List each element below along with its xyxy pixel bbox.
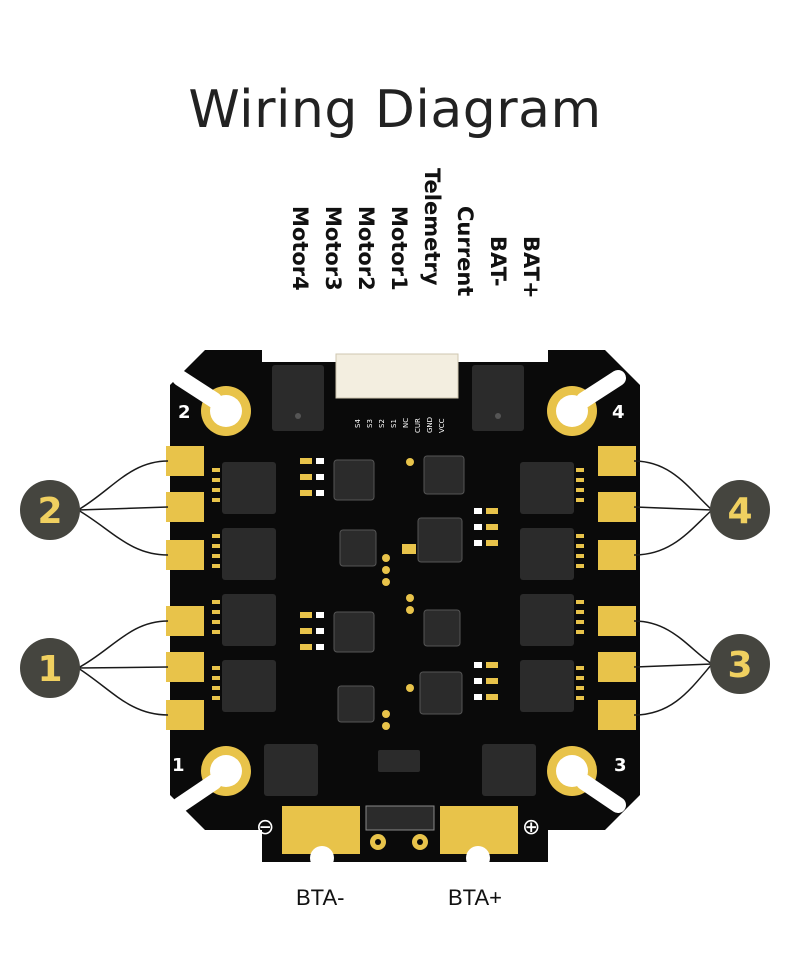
plus-symbol: ⊕ <box>522 815 540 840</box>
label-motor3: Motor3 <box>321 206 345 291</box>
pin-label-s1: S1 <box>390 419 398 428</box>
pin-label-nc: NC <box>402 418 410 428</box>
label-motor4: Motor4 <box>288 206 312 291</box>
pin-label-s3: S3 <box>366 419 374 428</box>
minus-symbol: ⊖ <box>256 815 274 840</box>
center-vias <box>382 458 414 730</box>
svg-text:2: 2 <box>37 491 62 532</box>
pin-label-s4: S4 <box>354 419 362 428</box>
svg-text:3: 3 <box>727 645 752 686</box>
label-motor1: Motor1 <box>387 206 411 291</box>
pin-label-s2: S2 <box>378 419 386 428</box>
page-title: Wiring Diagram <box>188 80 602 140</box>
top-right-chip <box>472 365 524 431</box>
pin-label-vcc: VCC <box>438 418 446 433</box>
mosfet-pins <box>212 468 584 700</box>
pin-label-cur: CUR <box>414 418 422 433</box>
pin-label-gnd: GND <box>426 417 434 433</box>
motor-badge-4: 4 <box>710 480 770 540</box>
top-label-group: Motor4 Motor3 Motor2 Motor1 Telemetry Cu… <box>284 168 547 336</box>
label-bat-minus: BAT- <box>486 236 510 287</box>
bta-plus-label: BTA+ <box>448 885 503 910</box>
motor-badge-1: 1 <box>20 638 80 698</box>
mcu-chips <box>333 455 465 723</box>
corner-number-bl: 1 <box>172 755 185 776</box>
battery-pads <box>282 805 518 870</box>
top-left-chip <box>272 365 324 431</box>
label-telemetry: Telemetry <box>420 168 444 286</box>
passive-components-white <box>316 458 482 700</box>
mosfet-chips <box>222 462 574 712</box>
right-motor-pads <box>598 446 636 730</box>
signal-connector <box>335 353 459 399</box>
motor-wires <box>77 460 713 716</box>
motor-badge-3: 3 <box>710 634 770 694</box>
bta-minus-label: BTA- <box>296 885 345 910</box>
bottom-chips <box>264 744 536 796</box>
corner-cut-lines <box>172 370 626 813</box>
label-bat-plus: BAT+ <box>519 236 543 299</box>
motor-badge-2: 2 <box>20 480 80 540</box>
svg-text:1: 1 <box>37 649 62 690</box>
left-motor-pads <box>166 446 204 730</box>
passive-components <box>300 458 498 700</box>
corner-number-tl: 2 <box>178 402 191 423</box>
label-current: Current <box>453 206 477 297</box>
battery-pad-plus <box>440 806 518 854</box>
corner-number-br: 3 <box>614 755 627 776</box>
corner-number-tr: 4 <box>612 402 625 423</box>
svg-text:4: 4 <box>727 491 752 532</box>
connector-pin-labels: S4 S3 S2 S1 NC CUR GND VCC <box>354 417 446 433</box>
battery-pad-minus <box>282 806 360 854</box>
label-motor2: Motor2 <box>354 206 378 291</box>
